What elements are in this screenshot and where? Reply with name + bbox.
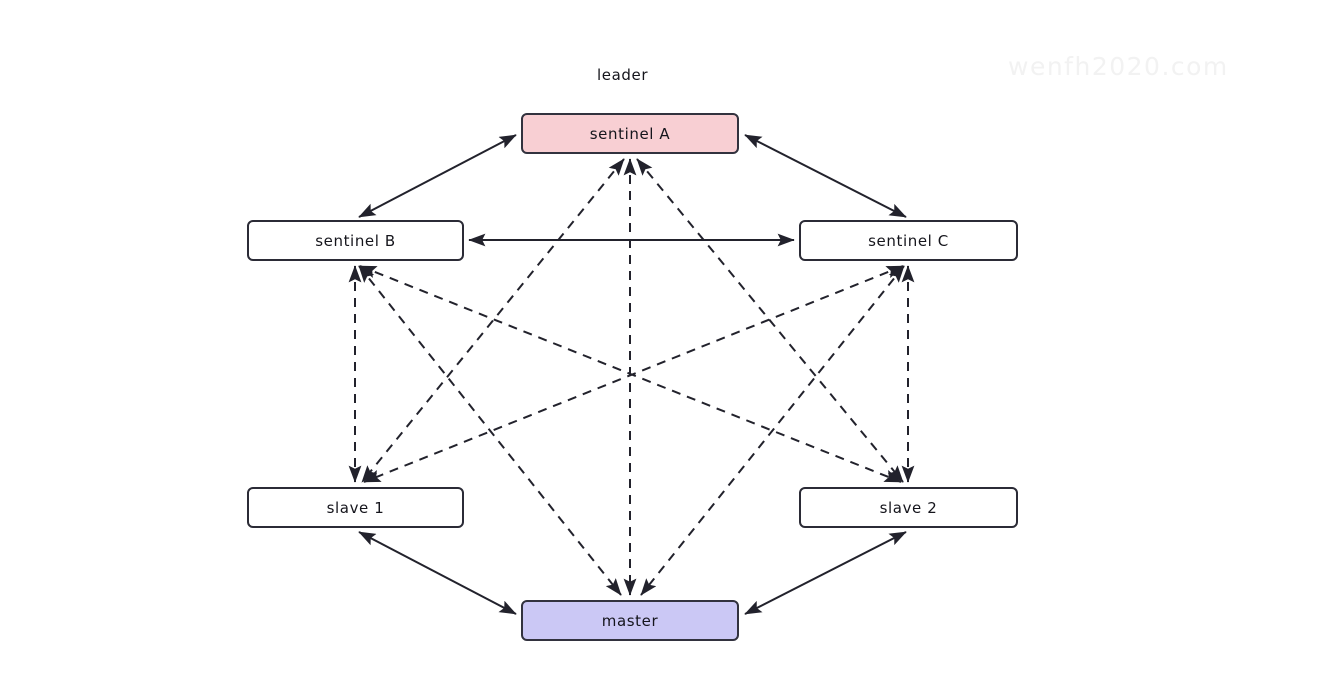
edge-sentinel-c-to-master (640, 265, 905, 596)
node-sentinel-b[interactable]: sentinel B (247, 220, 464, 261)
edge-sentinel-b-to-master (358, 265, 622, 596)
node-sentinel-a[interactable]: sentinel A (521, 113, 739, 154)
node-master[interactable]: master (521, 600, 739, 641)
leader-caption: leader (597, 66, 649, 84)
site-watermark: wenfh2020.com (1008, 52, 1229, 81)
edge-sentinel-b-to-sentinel-a (358, 134, 517, 218)
edge-sentinel-a-to-slave-1 (361, 158, 625, 483)
node-slave-1[interactable]: slave 1 (247, 487, 464, 528)
node-slave-2[interactable]: slave 2 (799, 487, 1018, 528)
edge-sentinel-c-to-sentinel-a (744, 134, 907, 218)
edge-slave-2-to-master (744, 531, 907, 615)
edge-slave-1-to-master (358, 531, 517, 615)
node-sentinel-c[interactable]: sentinel C (799, 220, 1018, 261)
